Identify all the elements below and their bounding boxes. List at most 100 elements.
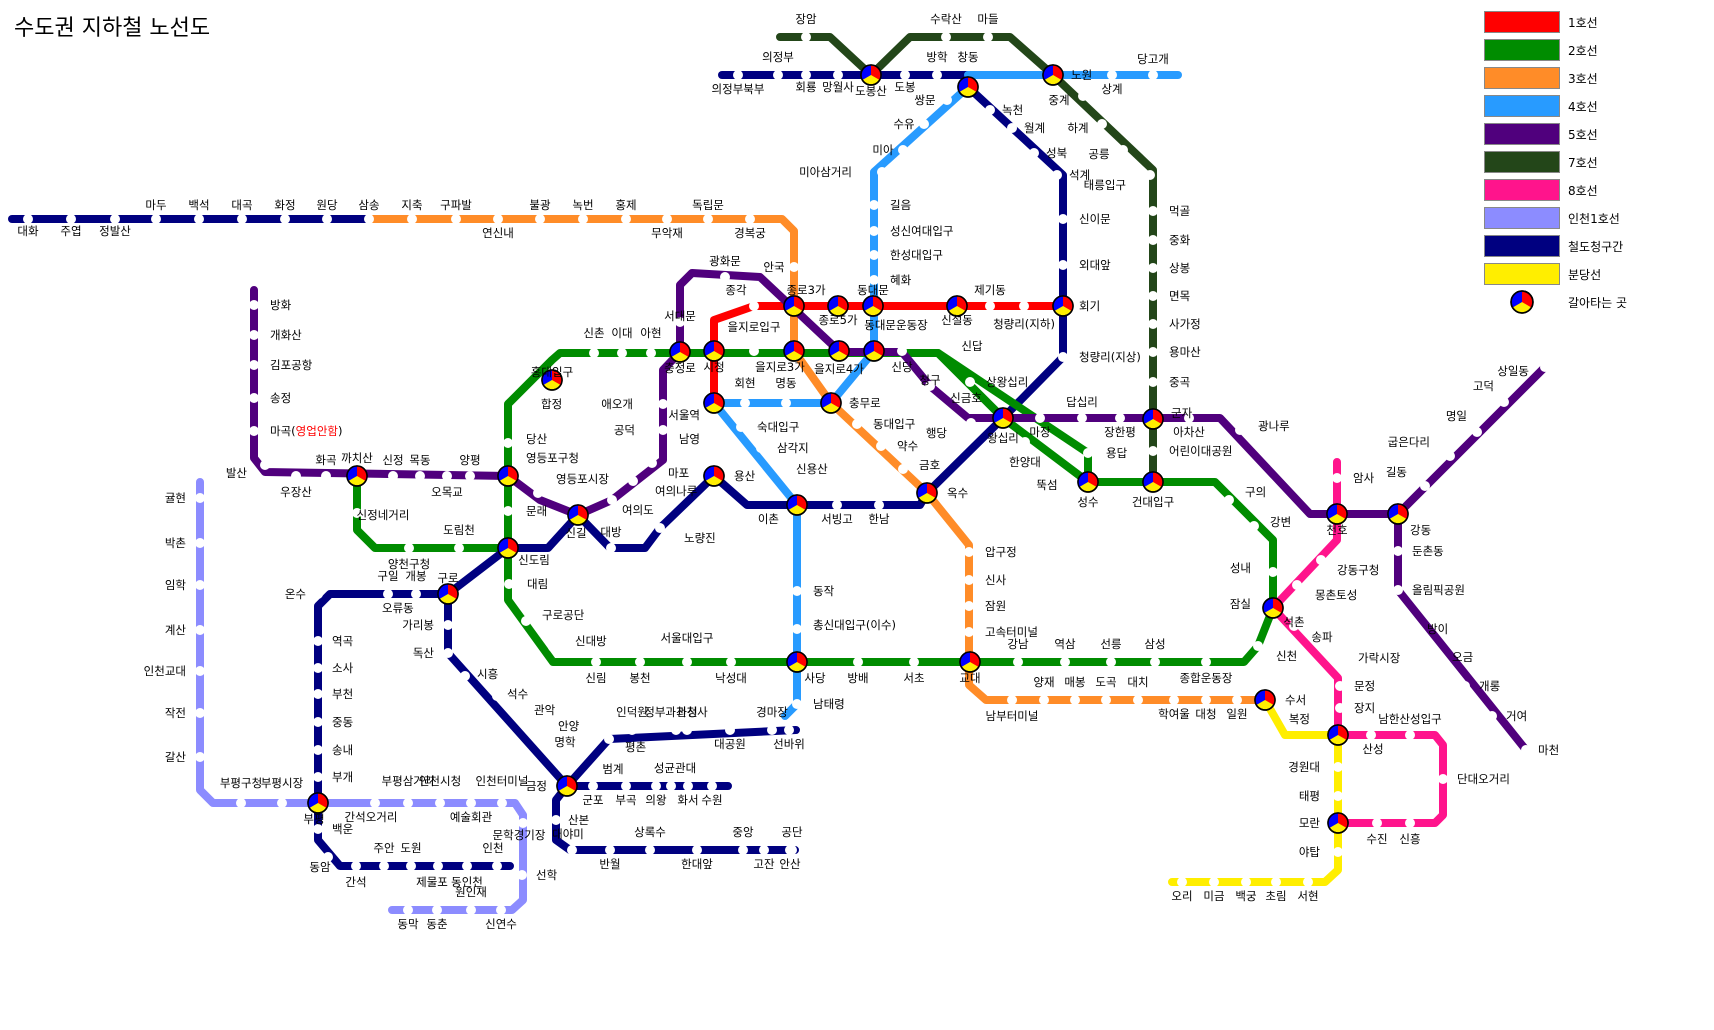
station-stop[interactable] <box>195 708 205 718</box>
station-stop[interactable] <box>853 657 863 667</box>
station-stop[interactable] <box>504 579 514 589</box>
station-stop[interactable] <box>322 214 332 224</box>
station-stop[interactable] <box>1393 546 1403 556</box>
station-stop[interactable] <box>1148 291 1158 301</box>
transfer-icon[interactable] <box>307 792 329 814</box>
station-stop[interactable] <box>682 725 692 735</box>
station-stop[interactable] <box>1148 319 1158 329</box>
station-stop[interactable] <box>1184 413 1194 423</box>
station-stop[interactable] <box>1472 427 1482 437</box>
transfer-icon[interactable] <box>946 295 968 317</box>
station-stop[interactable] <box>551 815 561 825</box>
station-stop[interactable] <box>249 360 259 370</box>
station-stop[interactable] <box>707 781 717 791</box>
station-stop[interactable] <box>675 317 685 327</box>
transfer-icon[interactable] <box>1327 724 1349 746</box>
transfer-icon[interactable] <box>863 340 885 362</box>
station-stop[interactable] <box>66 214 76 224</box>
station-stop[interactable] <box>736 422 746 432</box>
transfer-icon[interactable] <box>783 340 805 362</box>
station-stop[interactable] <box>517 870 527 880</box>
station-stop[interactable] <box>236 798 246 808</box>
station-stop[interactable] <box>658 399 668 409</box>
station-stop[interactable] <box>621 781 631 791</box>
station-stop[interactable] <box>280 214 290 224</box>
transfer-icon[interactable] <box>916 482 938 504</box>
station-stop[interactable] <box>1029 148 1039 158</box>
station-stop[interactable] <box>543 731 553 741</box>
station-stop[interactable] <box>548 642 558 652</box>
station-stop[interactable] <box>651 781 661 791</box>
transfer-icon[interactable] <box>1052 295 1074 317</box>
station-stop[interactable] <box>567 845 577 855</box>
station-stop[interactable] <box>909 657 919 667</box>
station-stop[interactable] <box>364 214 374 224</box>
station-stop[interactable] <box>605 845 615 855</box>
station-stop[interactable] <box>1077 413 1087 423</box>
station-stop[interactable] <box>1107 70 1117 80</box>
station-stop[interactable] <box>606 543 616 553</box>
station-stop[interactable] <box>407 214 417 224</box>
station-stop[interactable] <box>313 772 323 782</box>
station-stop[interactable] <box>406 861 416 871</box>
station-stop[interactable] <box>432 905 442 915</box>
transfer-icon[interactable] <box>497 537 519 559</box>
station-stop[interactable] <box>1460 681 1470 691</box>
transfer-icon[interactable] <box>957 76 979 98</box>
transfer-icon[interactable] <box>1254 689 1276 711</box>
transfer-icon[interactable] <box>1077 471 1099 493</box>
station-stop[interactable] <box>249 426 259 436</box>
station-stop[interactable] <box>403 905 413 915</box>
station-stop[interactable] <box>617 348 627 358</box>
station-stop[interactable] <box>1393 585 1403 595</box>
station-stop[interactable] <box>898 464 908 474</box>
station-stop[interactable] <box>1101 695 1111 705</box>
station-stop[interactable] <box>1332 473 1342 483</box>
station-stop[interactable] <box>756 443 766 453</box>
station-stop[interactable] <box>443 620 453 630</box>
station-stop[interactable] <box>1019 301 1029 311</box>
station-stop[interactable] <box>1313 636 1323 646</box>
station-stop[interactable] <box>521 616 531 626</box>
station-stop[interactable] <box>1148 446 1158 456</box>
station-stop[interactable] <box>1241 877 1251 887</box>
station-stop[interactable] <box>1058 260 1068 270</box>
station-stop[interactable] <box>671 725 681 735</box>
station-stop[interactable] <box>983 32 993 42</box>
transfer-icon[interactable] <box>346 465 368 487</box>
station-stop[interactable] <box>195 493 205 503</box>
station-stop[interactable] <box>313 636 323 646</box>
station-stop[interactable] <box>260 460 270 470</box>
station-stop[interactable] <box>466 798 476 808</box>
transfer-icon[interactable] <box>827 295 849 317</box>
station-stop[interactable] <box>682 657 692 667</box>
station-stop[interactable] <box>1083 448 1093 458</box>
station-stop[interactable] <box>1335 681 1345 691</box>
station-stop[interactable] <box>411 589 421 599</box>
station-stop[interactable] <box>435 798 445 808</box>
station-stop[interactable] <box>966 418 976 428</box>
station-stop[interactable] <box>604 734 614 744</box>
transfer-icon[interactable] <box>1142 471 1164 493</box>
station-stop[interactable] <box>351 861 361 871</box>
station-stop[interactable] <box>726 657 736 667</box>
station-stop[interactable] <box>646 348 656 358</box>
station-stop[interactable] <box>1249 521 1259 531</box>
station-stop[interactable] <box>578 214 588 224</box>
station-stop[interactable] <box>519 715 529 725</box>
station-stop[interactable] <box>773 70 783 80</box>
station-stop[interactable] <box>709 434 719 444</box>
station-stop[interactable] <box>1372 818 1382 828</box>
station-stop[interactable] <box>518 818 528 828</box>
station-stop[interactable] <box>370 798 380 808</box>
station-stop[interactable] <box>1201 695 1211 705</box>
station-stop[interactable] <box>195 752 205 762</box>
station-stop[interactable] <box>443 648 453 658</box>
station-stop[interactable] <box>313 689 323 699</box>
station-stop[interactable] <box>492 861 502 871</box>
station-stop[interactable] <box>492 691 502 701</box>
station-stop[interactable] <box>692 845 702 855</box>
station-stop[interactable] <box>1078 91 1088 101</box>
station-stop[interactable] <box>1224 495 1234 505</box>
station-stop[interactable] <box>963 399 973 409</box>
